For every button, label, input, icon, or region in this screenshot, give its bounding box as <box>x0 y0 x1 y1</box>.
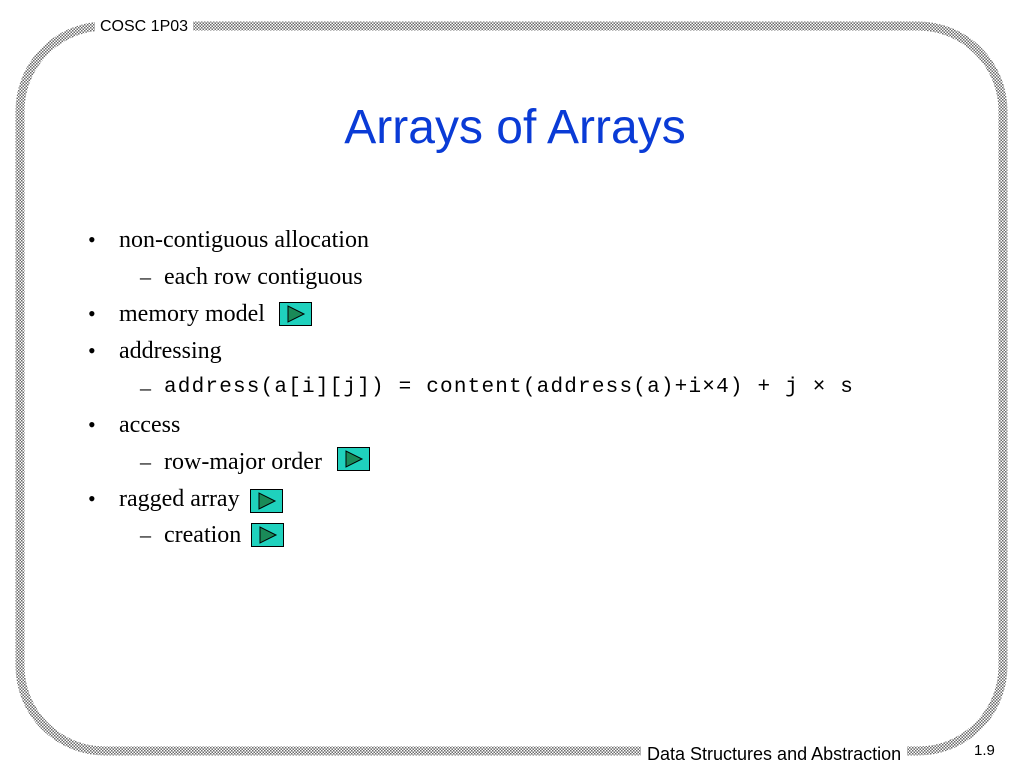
sub-bullet-item: address(a[i][j]) = content(address(a)+i×… <box>164 373 854 403</box>
bullet-text: addressing <box>119 338 222 364</box>
bullet-item: memory model <box>119 299 312 329</box>
bullet-item: addressing <box>119 336 222 366</box>
memory-model-play-button[interactable] <box>278 302 312 326</box>
bullet-item: ragged array <box>119 484 283 514</box>
dash-marker: – <box>140 375 151 400</box>
bullet-marker: • <box>88 412 96 437</box>
bullet-text: ragged array <box>119 486 240 512</box>
sub-bullet-item: creation <box>164 520 285 550</box>
dash-marker: – <box>140 522 151 547</box>
row-major-play-button[interactable] <box>336 447 370 471</box>
bullet-text: memory model <box>119 301 265 327</box>
sub-bullet-text: row-major order <box>164 449 322 475</box>
creation-play-button[interactable] <box>251 523 285 547</box>
play-icon <box>287 305 306 323</box>
footer-label: Data Structures and Abstraction <box>641 741 908 767</box>
ragged-array-play-button[interactable] <box>249 489 283 513</box>
bullet-marker: • <box>88 338 96 363</box>
dash-marker: – <box>140 449 151 474</box>
address-formula: address(a[i][j]) = content(address(a)+i×… <box>164 376 855 399</box>
bullet-item: non-contiguous allocation <box>119 225 369 255</box>
sub-bullet-text: each row contiguous <box>164 264 363 290</box>
play-icon <box>258 492 276 510</box>
bullet-marker: • <box>88 227 96 252</box>
course-label: COSC 1P03 <box>95 16 194 38</box>
slide-title: Arrays of Arrays <box>344 101 686 154</box>
bullet-marker: • <box>88 301 96 326</box>
bullet-marker: • <box>88 486 96 511</box>
page-number: 1.9 <box>974 742 995 759</box>
dash-marker: – <box>140 264 151 289</box>
sub-bullet-text: creation <box>164 522 242 548</box>
bullet-text: access <box>119 412 181 438</box>
bullet-item: access <box>119 410 180 440</box>
play-icon <box>259 526 278 544</box>
play-icon <box>345 450 364 468</box>
sub-bullet-item: each row contiguous <box>164 262 363 292</box>
sub-bullet-item: row-major order <box>164 447 370 477</box>
bullet-text: non-contiguous allocation <box>119 227 369 253</box>
